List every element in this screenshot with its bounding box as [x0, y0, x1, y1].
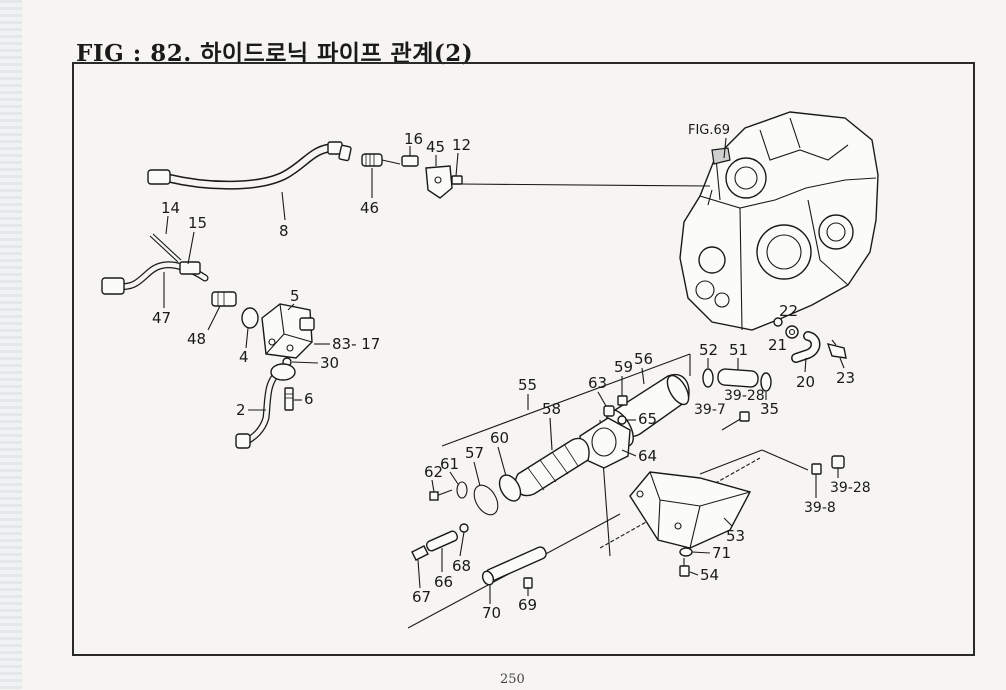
part-label-39-8: 39-8 — [804, 500, 836, 516]
part-label-39-28-upper: 39-28 — [724, 388, 765, 404]
part-label-6: 6 — [304, 390, 314, 408]
clamp-52 — [702, 368, 714, 388]
pipe-66 — [425, 530, 459, 552]
bracket-45 — [425, 165, 453, 199]
part-label-69: 69 — [518, 596, 537, 614]
hose-20 — [791, 331, 821, 363]
hose-assembly-8 — [147, 141, 352, 190]
hose-51 — [717, 368, 759, 388]
part-label-14: 14 — [161, 199, 180, 217]
part-label-30: 30 — [320, 354, 339, 372]
part-label-47: 47 — [152, 309, 171, 327]
connector-48 — [211, 291, 237, 307]
part-label-64: 64 — [638, 447, 657, 465]
part-label-39-7: 39-7 — [694, 402, 726, 418]
part-label-59: 59 — [614, 358, 633, 376]
part-label-8: 8 — [279, 222, 289, 240]
nut-39-28 — [831, 455, 845, 469]
pipe-assembly-2 — [235, 363, 296, 449]
bolt-39-7 — [721, 411, 750, 431]
bolt-54 — [679, 558, 690, 577]
part-label-70: 70 — [482, 604, 501, 622]
binding-strip — [0, 0, 22, 690]
part-label-65: 65 — [638, 410, 657, 428]
part-label-20: 20 — [796, 373, 815, 391]
part-label-58: 58 — [542, 400, 561, 418]
bolt-39-8 — [811, 463, 822, 475]
bolt-62 — [429, 489, 453, 501]
part-label-22: 22 — [779, 302, 798, 320]
part-label-62: 62 — [424, 463, 443, 481]
part-label-4: 4 — [239, 348, 249, 366]
part-label-54: 54 — [700, 566, 719, 584]
part-label-46: 46 — [360, 199, 379, 217]
clip-22 — [773, 317, 783, 327]
washer-65 — [617, 415, 627, 425]
sender-14 — [149, 233, 182, 263]
o-ring-21 — [785, 325, 799, 339]
part-label-21: 21 — [768, 336, 787, 354]
diagram-frame — [72, 62, 975, 656]
part-label-23: 23 — [836, 369, 855, 387]
washer-71 — [679, 547, 693, 557]
part-label-66: 66 — [434, 573, 453, 591]
part-label-55: 55 — [518, 376, 537, 394]
part-label-35: 35 — [760, 400, 779, 418]
clamp-35 — [760, 372, 772, 392]
part-label-63: 63 — [588, 374, 607, 392]
bolt-12 — [451, 175, 463, 185]
part-label-5: 5 — [290, 287, 300, 305]
figure-reference-label: FIG.69 — [688, 123, 730, 138]
part-label-56: 56 — [634, 350, 653, 368]
o-ring-57 — [473, 484, 499, 516]
bolt-59 — [617, 395, 628, 406]
seal-60 — [498, 474, 522, 502]
part-label-52: 52 — [699, 341, 718, 359]
part-label-60: 60 — [490, 429, 509, 447]
fitting-46 — [361, 153, 401, 167]
bracket-53 — [629, 471, 752, 549]
pipe-assembly-47 — [101, 261, 209, 295]
part-label-12: 12 — [452, 136, 471, 154]
fitting-23 — [826, 339, 847, 359]
part-label-2: 2 — [236, 401, 246, 419]
bolt-67 — [411, 545, 429, 561]
part-label-61: 61 — [440, 455, 459, 473]
bolt-6 — [284, 387, 294, 411]
connection-leader-line — [459, 183, 711, 187]
part-label-67: 67 — [412, 588, 431, 606]
part-label-57: 57 — [465, 444, 484, 462]
clip-68 — [459, 523, 469, 533]
part-label-39-28-lower: 39-28 — [830, 480, 871, 496]
page-number: 250 — [500, 672, 525, 687]
bolt-69 — [523, 577, 533, 589]
part-label-51: 51 — [729, 341, 748, 359]
valve-block-5 — [261, 303, 315, 359]
part-label-15: 15 — [188, 214, 207, 232]
bolt-16 — [401, 155, 419, 167]
transmission-housing — [679, 111, 879, 331]
part-label-53: 53 — [726, 527, 745, 545]
part-label-71: 71 — [712, 544, 731, 562]
tube-70 — [481, 546, 547, 586]
plug-63 — [603, 405, 615, 417]
part-label-48: 48 — [187, 330, 206, 348]
part-label-16: 16 — [404, 130, 423, 148]
gasket-4 — [241, 307, 259, 329]
bracket-leader-line — [761, 449, 809, 471]
spring-61 — [456, 481, 468, 499]
part-label-45: 45 — [426, 138, 445, 156]
part-label-68: 68 — [452, 557, 471, 575]
part-label-83-17: 83- 17 — [332, 335, 380, 353]
